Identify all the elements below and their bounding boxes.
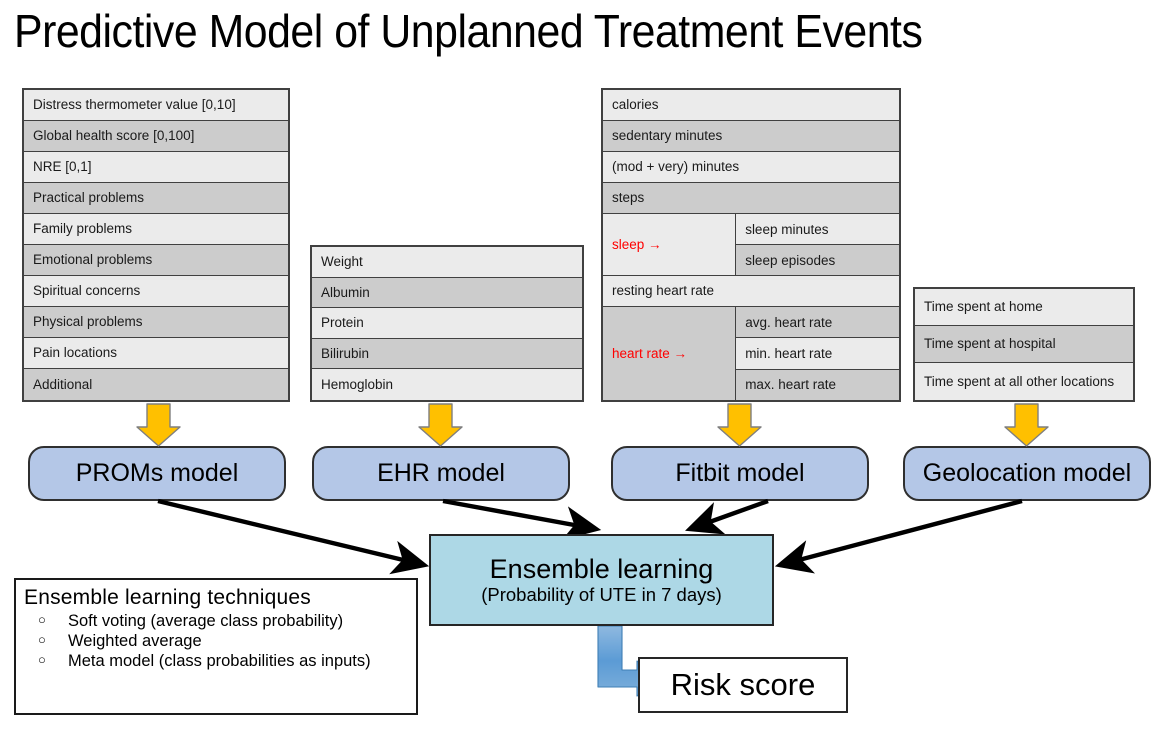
feature-cell: Time spent at hospital (915, 325, 1133, 362)
arrow-ehr-to-ensemble (442, 498, 602, 541)
feature-group-label: heart rate → (603, 307, 737, 400)
table-row: Emotional problems (24, 245, 288, 276)
feature-cell: avg. heart rate (736, 307, 899, 339)
feature-cell: Physical problems (24, 307, 288, 337)
feature-cell: Family problems (24, 214, 288, 244)
feature-cell: min. heart rate (736, 338, 899, 370)
table-row: Albumin (312, 277, 582, 309)
legend-item: ○ Soft voting (average class probability) (24, 611, 408, 631)
yellow-arrow-geolocation (1004, 403, 1049, 447)
risk-score-label: Risk score (670, 667, 816, 702)
table-row: sedentary minutes (603, 121, 899, 152)
model-box-geolocation[interactable]: Geolocation model (903, 446, 1151, 501)
legend-item: ○ Meta model (class probabilities as inpu… (24, 651, 408, 671)
table-row: steps (603, 183, 899, 214)
arrow-fitbit-to-ensemble (685, 498, 769, 535)
arrow-geolocation-to-ensemble (774, 498, 1023, 574)
table-row: Global health score [0,100] (24, 121, 288, 152)
table-row: Spiritual concerns (24, 276, 288, 307)
model-box-proms[interactable]: PROMs model (28, 446, 286, 501)
model-label: Fitbit model (675, 459, 805, 487)
table-row: Pain locations (24, 338, 288, 369)
table-row: Protein (312, 308, 582, 339)
table-row: Time spent at all other locations (915, 362, 1133, 400)
feature-cell: Global health score [0,100] (24, 121, 288, 151)
proms-feature-table: Distress thermometer value [0,10]Global … (22, 88, 290, 402)
page-title: Predictive Model of Unplanned Treatment … (14, 5, 923, 57)
table-row: Time spent at hospital (915, 325, 1133, 363)
feature-cell: sleep episodes (736, 245, 899, 275)
table-row: calories (603, 90, 899, 121)
ensemble-techniques-legend: Ensemble learning techniques ○ Soft votin… (14, 578, 418, 715)
feature-cell: sleep minutes (736, 214, 899, 245)
legend-item-list: ○ Soft voting (average class probability)… (24, 611, 408, 671)
circle-bullet-icon: ○ (38, 652, 46, 668)
feature-cell: Pain locations (24, 338, 288, 368)
table-row: Physical problems (24, 307, 288, 338)
yellow-arrow-fitbit (717, 403, 762, 447)
feature-cell: (mod + very) minutes (603, 152, 899, 182)
legend-title: Ensemble learning techniques (24, 586, 311, 609)
model-label: Geolocation model (922, 459, 1132, 487)
circle-bullet-icon: ○ (38, 632, 46, 648)
feature-cell: Hemoglobin (312, 369, 582, 400)
table-row: Weight (312, 247, 582, 278)
feature-cell: Spiritual concerns (24, 276, 288, 306)
feature-cell: Time spent at home (915, 289, 1133, 325)
table-row: Bilirubin (312, 338, 582, 370)
legend-item-label: Weighted average (68, 632, 202, 651)
legend-item: ○ Weighted average (24, 631, 408, 651)
group-label-text: heart rate → (612, 346, 688, 361)
table-row: Family problems (24, 214, 288, 245)
arrow-proms-to-ensemble (157, 498, 430, 575)
legend-item-label: Meta model (class probabilities as input… (68, 652, 371, 671)
table-row: Time spent at home (915, 289, 1133, 326)
feature-cell: steps (603, 183, 899, 213)
feature-cell: Albumin (312, 277, 582, 308)
feature-cell: sedentary minutes (603, 121, 899, 151)
group-label-text: sleep → (612, 237, 662, 252)
feature-cell: calories (603, 90, 899, 120)
feature-cell: resting heart rate (603, 276, 899, 306)
circle-bullet-icon: ○ (38, 612, 46, 627)
risk-score-box[interactable]: Risk score (638, 657, 848, 713)
ensemble-learning-box[interactable]: Ensemble learning (Probability of UTE in… (429, 534, 774, 626)
ensemble-subtitle: (Probability of UTE in 7 days) (481, 584, 722, 606)
table-row: NRE [0,1] (24, 152, 288, 183)
model-box-ehr[interactable]: EHR model (312, 446, 570, 501)
model-box-fitbit[interactable]: Fitbit model (611, 446, 869, 501)
feature-cell: Emotional problems (24, 245, 288, 275)
feature-cell: Weight (312, 247, 582, 277)
model-label: PROMs model (75, 459, 239, 487)
table-row: (mod + very) minutes (603, 152, 899, 183)
table-row: Additional (24, 369, 288, 400)
yellow-arrow-proms (136, 403, 181, 447)
table-row: resting heart rate (603, 276, 899, 307)
feature-cell: Time spent at all other locations (915, 362, 1133, 400)
feature-cell: Additional (24, 369, 288, 400)
yellow-arrow-ehr (418, 403, 463, 447)
table-row: Hemoglobin (312, 369, 582, 400)
feature-cell: Bilirubin (312, 338, 582, 369)
feature-cell: NRE [0,1] (24, 152, 288, 182)
table-row: Distress thermometer value [0,10] (24, 90, 288, 121)
model-label: EHR model (377, 459, 505, 487)
legend-item-label: Soft voting (average class probability) (68, 612, 344, 630)
feature-cell: Distress thermometer value [0,10] (24, 90, 288, 120)
feature-cell: Practical problems (24, 183, 288, 213)
feature-cell: max. heart rate (736, 369, 899, 400)
table-row: Practical problems (24, 183, 288, 214)
feature-cell: Protein (312, 308, 582, 338)
ensemble-title: Ensemble learning (489, 553, 714, 584)
feature-group-label: sleep → (603, 214, 737, 275)
